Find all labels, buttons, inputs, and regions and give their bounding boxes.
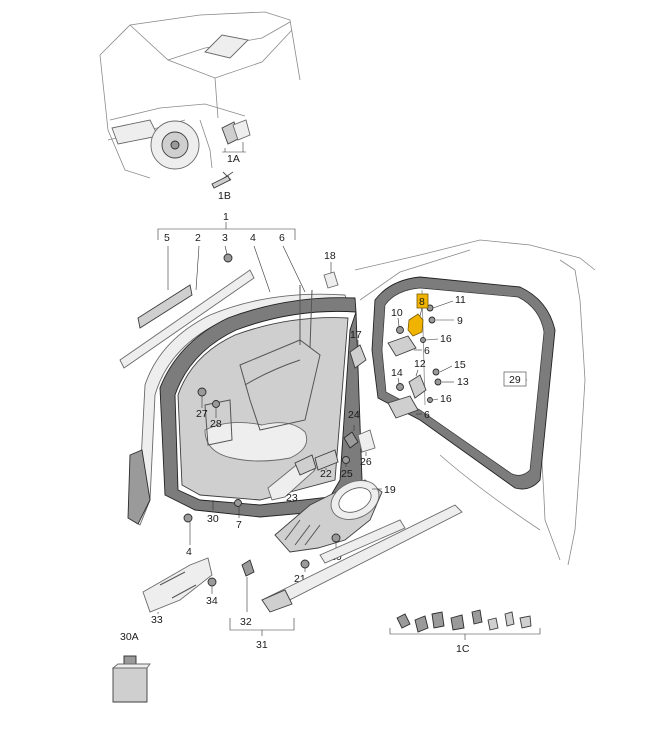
label-1a: 1A (227, 153, 240, 165)
label-13: 13 (457, 376, 469, 388)
label-1c: 1C (456, 643, 470, 655)
label-6-lower: 6 (424, 409, 430, 421)
inner-window-seal (119, 269, 255, 369)
label-17: 17 (350, 329, 362, 341)
label-4-lower: 4 (186, 546, 192, 558)
label-32: 32 (240, 616, 252, 628)
label-3: 3 (222, 232, 228, 244)
car-overview-illustration (99, 11, 301, 189)
label-10: 10 (391, 307, 403, 319)
label-34: 34 (206, 595, 218, 607)
label-24: 24 (348, 409, 360, 421)
label-16: 16 (440, 333, 452, 345)
label-2: 2 (195, 232, 201, 244)
fastener-set-1c (396, 609, 532, 633)
label-4: 4 (250, 232, 256, 244)
label-15: 15 (454, 359, 466, 371)
label-1: 1 (223, 211, 229, 223)
bracket-33 (142, 557, 213, 613)
speaker-bracket-19 (274, 479, 383, 553)
lower-hinge (387, 368, 442, 419)
upper-hinge (387, 304, 436, 357)
label-33: 33 (151, 614, 163, 626)
label-23: 23 (286, 492, 298, 504)
door-check-17 (349, 344, 367, 369)
bolt-3 (223, 253, 233, 263)
label-1b: 1B (218, 190, 231, 202)
label-12: 12 (414, 358, 426, 370)
adhesive-bottle-30a (111, 655, 151, 703)
hinge-bolt-8-highlight (407, 313, 424, 337)
label-7: 7 (236, 519, 242, 531)
label-29: 29 (509, 374, 521, 386)
door-frame (127, 285, 363, 526)
label-16-lower: 16 (440, 393, 452, 405)
label-9: 9 (457, 315, 463, 327)
label-5: 5 (164, 232, 170, 244)
outer-window-strip (137, 284, 193, 329)
label-30: 30 (207, 513, 219, 525)
label-19: 19 (384, 484, 396, 496)
label-26: 26 (360, 456, 372, 468)
label-6: 6 (279, 232, 285, 244)
label-14: 14 (391, 367, 403, 379)
label-27: 27 (196, 408, 208, 420)
label-22: 22 (320, 468, 332, 480)
label-28: 28 (210, 418, 222, 430)
label-31: 31 (256, 639, 268, 651)
label-8: 8 (419, 296, 425, 308)
label-6-upper: 6 (424, 345, 430, 357)
label-18: 18 (324, 250, 336, 262)
label-8-box (416, 293, 429, 309)
label-11: 11 (455, 294, 466, 306)
label-25: 25 (341, 468, 353, 480)
label-21: 21 (294, 573, 306, 585)
label-30a: 30A (120, 631, 139, 643)
